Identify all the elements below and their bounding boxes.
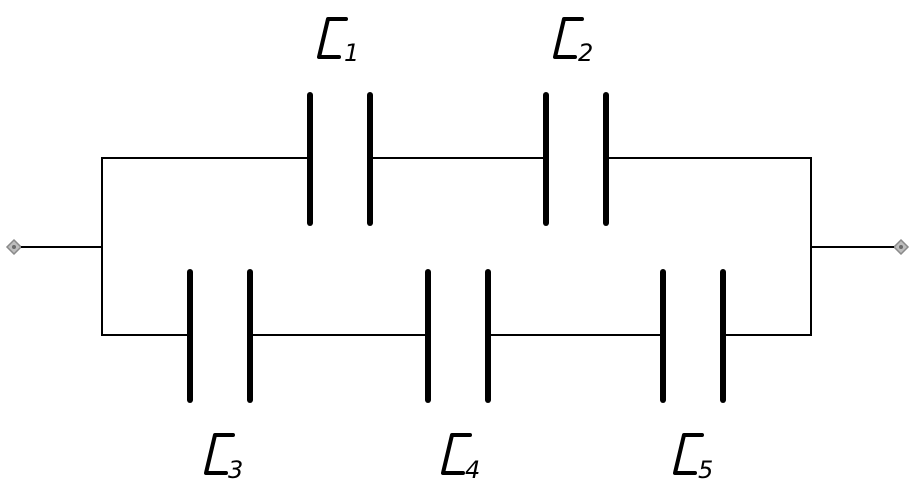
capacitor-c2-subscript: 2 bbox=[578, 39, 593, 67]
capacitor-c4: 4 bbox=[425, 269, 491, 484]
left-terminal bbox=[5, 238, 23, 256]
capacitor-c4-label: 4 bbox=[441, 433, 480, 484]
capacitor-c2: 2 bbox=[543, 17, 609, 226]
capacitor-c3-label: 3 bbox=[204, 433, 243, 484]
capacitor-c5-label: 5 bbox=[673, 433, 713, 484]
capacitor-c1-subscript: 1 bbox=[344, 39, 359, 67]
capacitor-c4-subscript: 4 bbox=[465, 456, 480, 484]
capacitor-c5: 5 bbox=[660, 269, 726, 484]
capacitor-c3: 3 bbox=[187, 269, 253, 484]
capacitor-c1: 1 bbox=[307, 17, 373, 226]
wires bbox=[21, 157, 894, 336]
capacitor-c5-subscript: 5 bbox=[698, 456, 713, 484]
capacitor-c3-subscript: 3 bbox=[228, 456, 243, 484]
capacitor-c1-label: 1 bbox=[317, 17, 359, 67]
right-terminal bbox=[892, 238, 910, 256]
capacitor-c2-label: 2 bbox=[553, 17, 593, 67]
